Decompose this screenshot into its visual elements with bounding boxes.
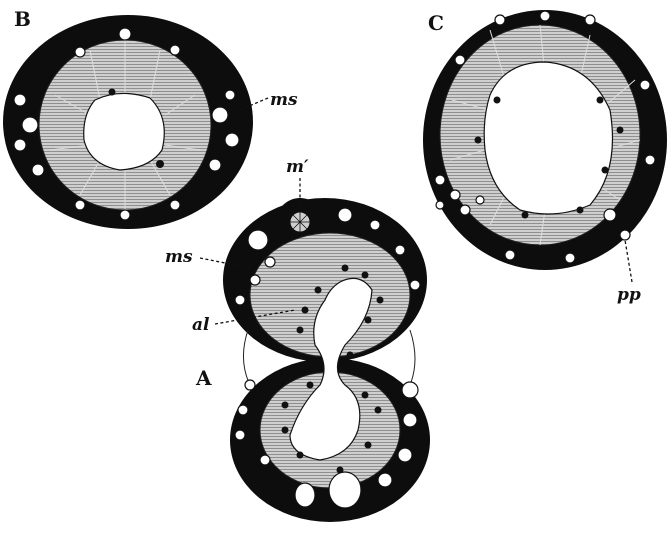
panel-b-lumen <box>84 93 165 170</box>
m-prime-label: m′ <box>286 157 309 177</box>
panel-b-nucleus <box>156 160 164 168</box>
panel-a-letter: A <box>195 366 212 390</box>
panel-c-lumen <box>484 62 612 214</box>
panel-c-letter: C <box>428 11 444 35</box>
panel-a-mitosis-rays <box>290 212 310 232</box>
ms-label-a: ms <box>165 247 193 267</box>
panel-a-section: A m′ ms al <box>165 157 430 522</box>
panel-b-nucleus <box>109 89 116 96</box>
pp-label: pp <box>617 285 641 305</box>
panel-c-section: C pp <box>423 10 667 305</box>
al-label: al <box>192 315 210 335</box>
panel-a-basal-nucleus <box>329 472 361 508</box>
pp-leader <box>625 240 632 282</box>
panel-b-section: B ms <box>3 7 298 229</box>
panel-b-letter: B <box>14 7 31 31</box>
ms-label-b: ms <box>270 90 298 110</box>
panel-a-basal-nucleus <box>295 483 315 507</box>
